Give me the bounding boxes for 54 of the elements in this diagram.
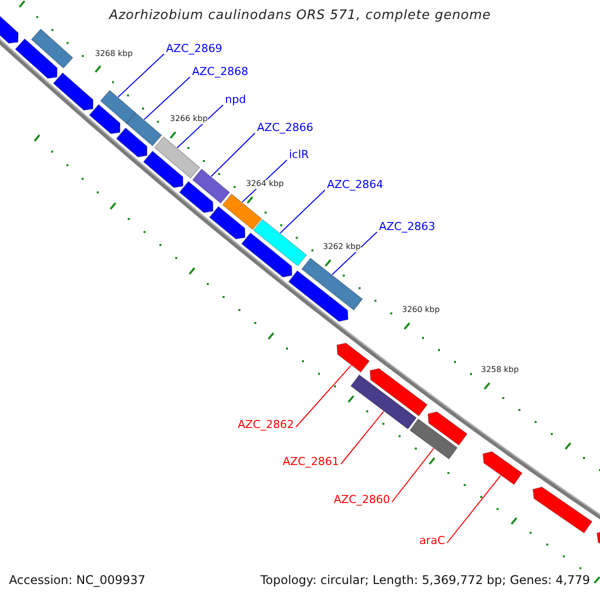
leader-line <box>210 132 256 177</box>
tick-label: 3266 kbp <box>170 115 208 124</box>
leader-line <box>296 364 352 428</box>
gene-label: AZC_2869 <box>166 43 222 56</box>
gene-feature <box>222 194 262 230</box>
gene-feature <box>409 418 458 460</box>
gene-feature <box>14 38 58 79</box>
gene-feature <box>288 270 348 322</box>
leader-line <box>144 76 190 120</box>
gene-label: AZC_2866 <box>257 122 314 134</box>
accession-text: Accession: NC_009937 <box>9 574 146 588</box>
tick-label: 3262 kbp <box>323 243 361 252</box>
leader-line <box>332 232 378 276</box>
gene-feature <box>154 136 200 179</box>
leader-line <box>118 54 164 98</box>
gene-label: AZC_2868 <box>192 66 248 78</box>
gene-feature <box>241 232 292 278</box>
leader-line <box>446 475 502 544</box>
gene-label: npd <box>225 94 246 106</box>
gene-feature <box>116 127 148 158</box>
leader-line <box>392 448 434 502</box>
gene-feature <box>192 168 230 204</box>
gene-feature <box>52 72 94 111</box>
gene-feature <box>208 206 246 240</box>
gene-feature <box>336 342 370 373</box>
gene-feature <box>142 150 184 188</box>
gene-label: AZC_2864 <box>327 179 384 192</box>
gene-label: iclR <box>289 149 309 162</box>
gene-feature <box>532 486 593 534</box>
gene-feature <box>88 104 120 134</box>
title: Azorhizobium caulinodans ORS 571, complete genome <box>109 9 491 24</box>
gene-feature <box>370 368 428 416</box>
genome-summary: Topology: circular; Length: 5,369,772 bp; Genes: 4,779 <box>260 574 590 588</box>
gene-feature <box>301 258 363 311</box>
leader-line <box>280 190 326 234</box>
leader-line <box>340 410 384 464</box>
gene-feature <box>428 411 468 446</box>
gene-label: AZC_2860 <box>334 494 390 506</box>
tick-label: 3268 kbp <box>95 50 133 59</box>
gene-feature <box>30 28 74 69</box>
tick-label: 3260 kbp <box>402 306 440 315</box>
gene-feature <box>482 451 523 486</box>
gene-label: AZC_2862 <box>238 419 294 432</box>
leader-line <box>176 104 224 148</box>
gene-label: AZC_2861 <box>282 456 339 468</box>
gene-label: AZC_2863 <box>379 221 436 234</box>
tick-label: 3264 kbp <box>246 180 284 189</box>
gene-feature <box>178 180 214 214</box>
gene-feature <box>100 90 136 124</box>
gene-feature <box>126 112 162 146</box>
gene-label: araC <box>419 535 445 548</box>
gene-feature <box>350 374 417 430</box>
gene-feature <box>253 218 308 266</box>
tick-label: 3258 kbp <box>481 366 519 375</box>
